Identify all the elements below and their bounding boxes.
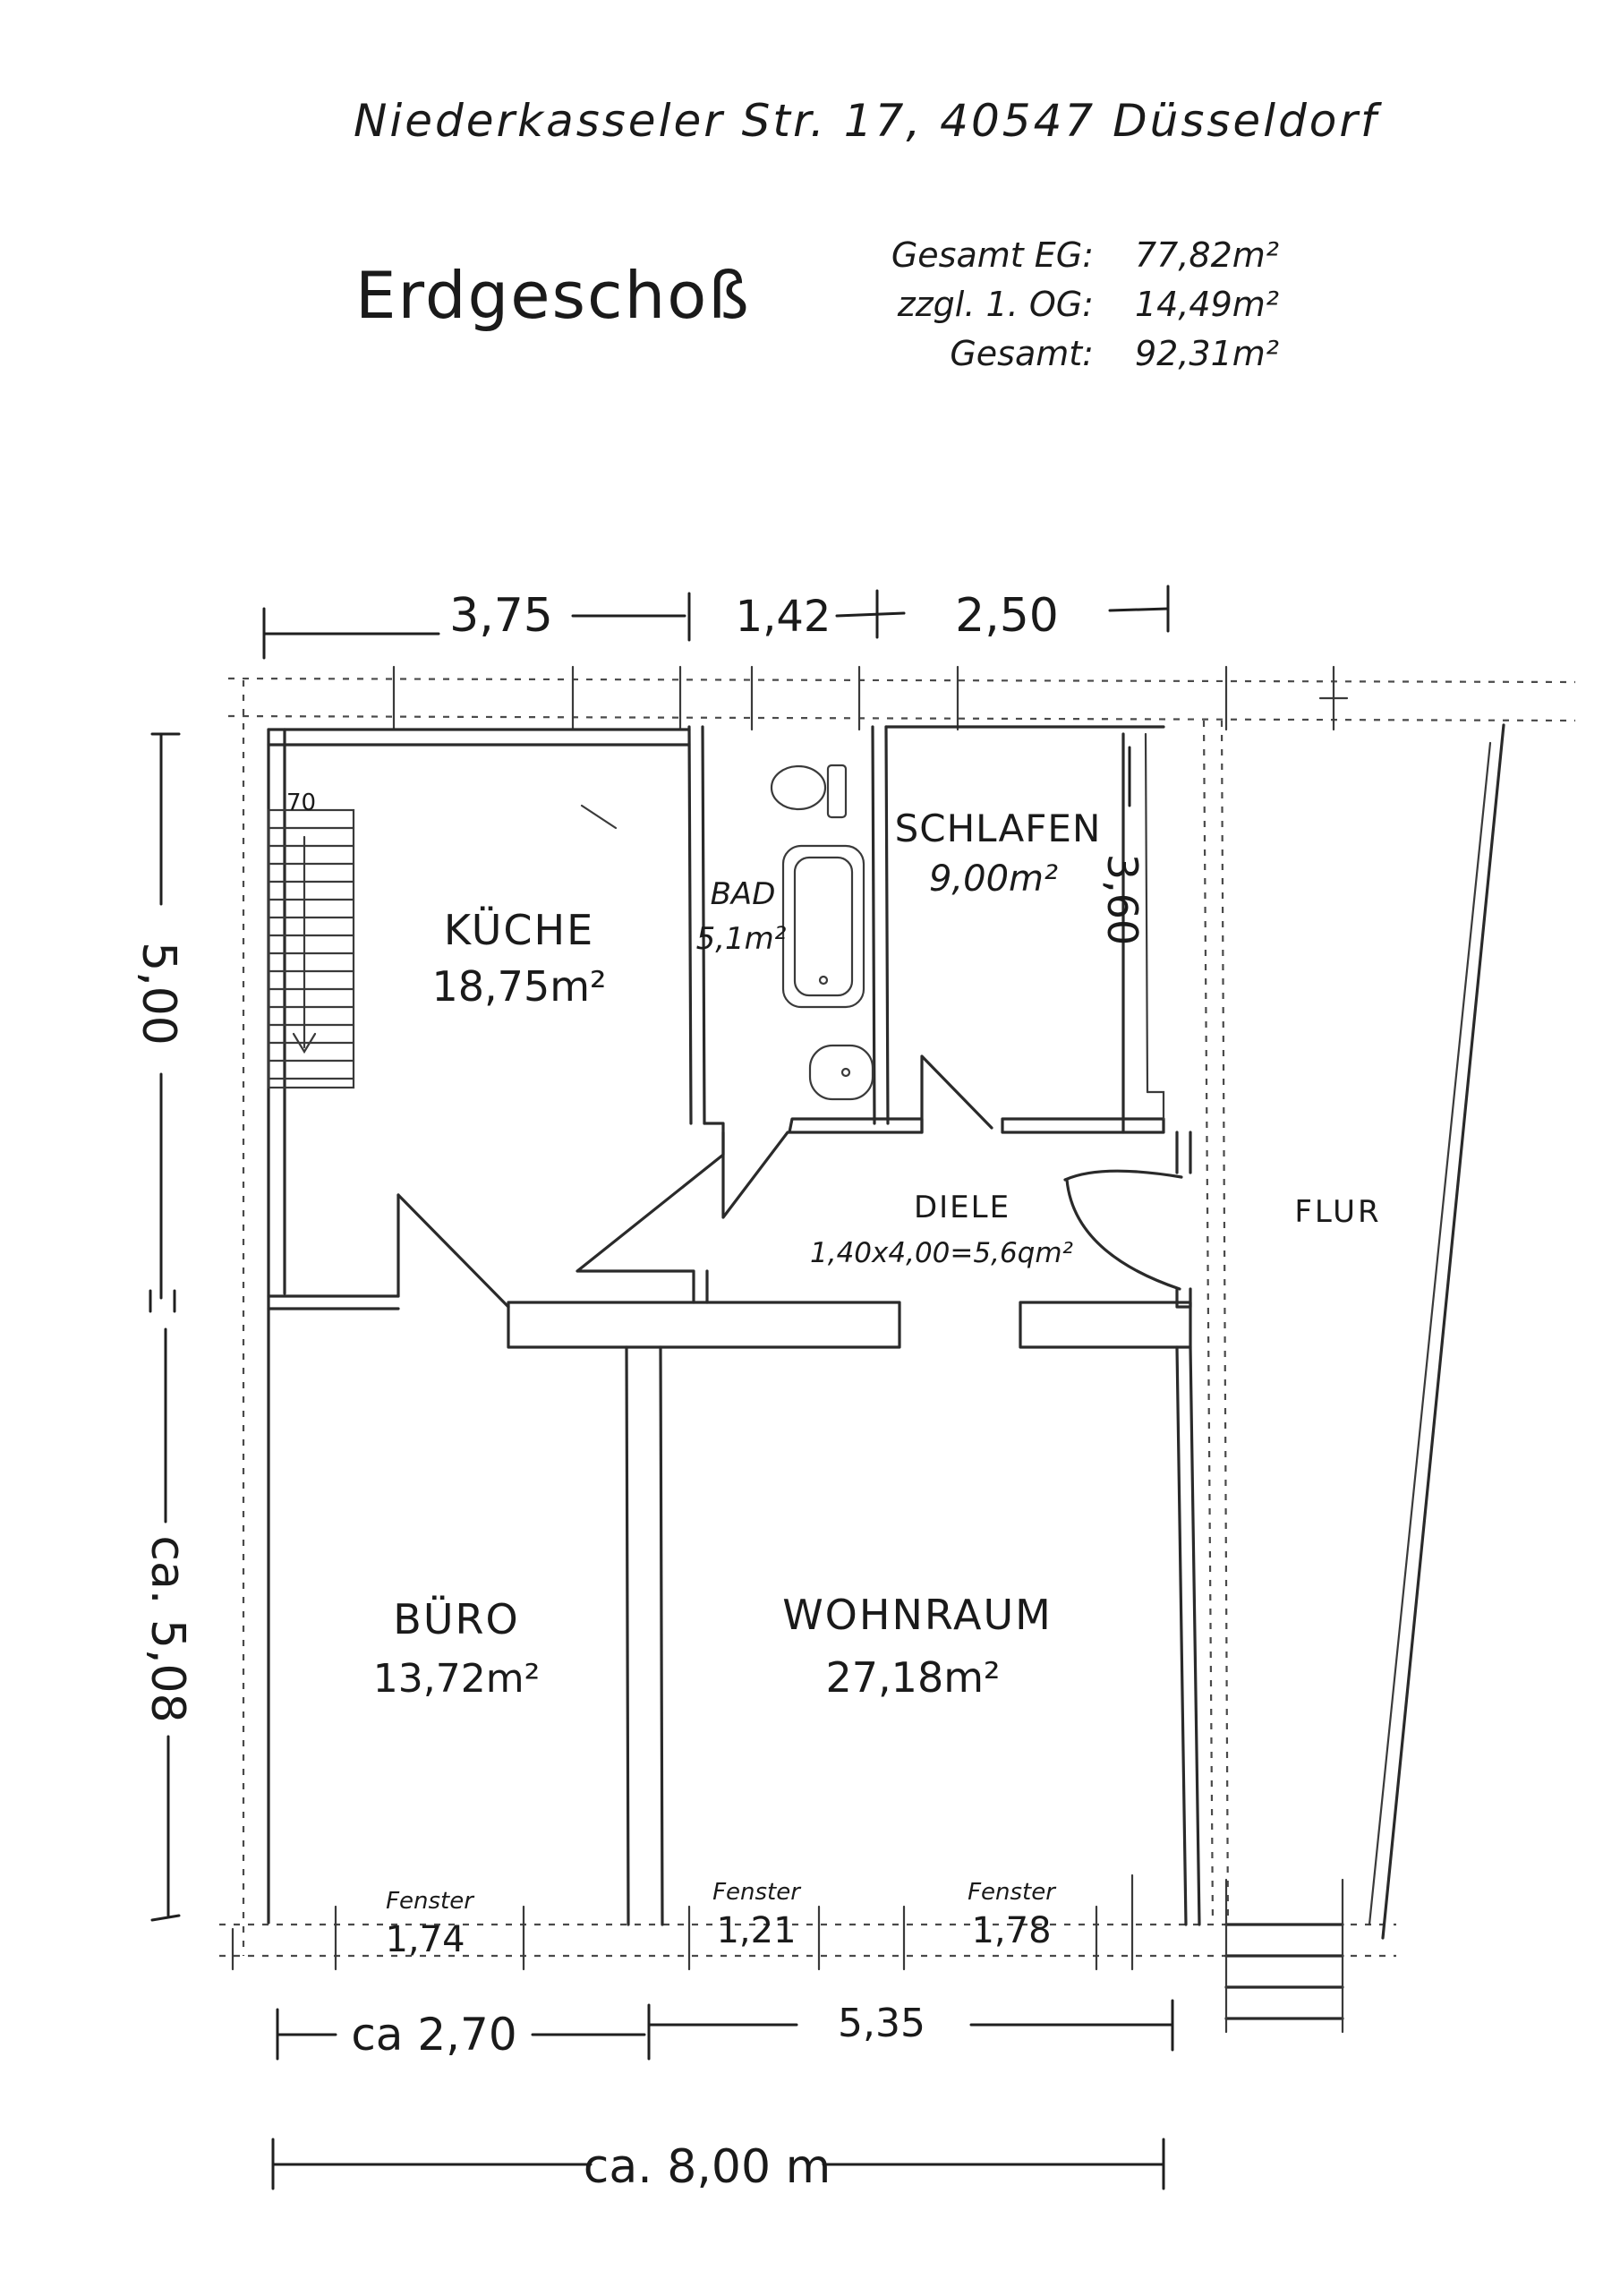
room-wohnraum-name: WOHNRAUM <box>782 1591 1053 1639</box>
staircase <box>267 808 355 1089</box>
summary-value-ground: 77,82m² <box>1135 235 1279 275</box>
room-kueche-area: 18,75m² <box>432 962 607 1011</box>
room-schlafen-name: SCHLAFEN <box>895 807 1102 850</box>
buero-wohnraum-wall <box>625 1345 664 1926</box>
stair-width-label: 70 <box>286 790 316 816</box>
room-wohnraum-area: 27,18m² <box>826 1653 1001 1702</box>
room-kueche-name: KÜCHE <box>444 906 594 954</box>
window-label-2: Fenster <box>712 1879 802 1906</box>
construction-lines <box>219 677 1576 1958</box>
bath-walls <box>687 725 924 1219</box>
bathtub-icon <box>781 844 865 1009</box>
address-text: Niederkasseler Str. 17, 40547 Düsseldorf <box>354 95 1382 147</box>
toilet-icon <box>770 764 848 819</box>
top-dim-kueche: 3,75 <box>449 589 553 643</box>
left-dimension-line <box>149 732 181 1922</box>
sink-icon <box>808 1044 874 1101</box>
room-bad-name: BAD <box>711 876 776 912</box>
room-flur-name: FLUR <box>1294 1194 1381 1230</box>
room-bad-area: 5,1m² <box>696 921 787 957</box>
left-dim-upper: 5,00 <box>132 942 185 1046</box>
top-dim-schlafen: 2,50 <box>955 589 1059 643</box>
entrance-steps <box>1224 1878 1344 2034</box>
flur-walls <box>1368 723 1505 1940</box>
floor-title: Erdgeschoß <box>355 258 751 333</box>
room-buero-name: BÜRO <box>393 1595 519 1643</box>
window-width-3: 1,78 <box>971 1910 1051 1951</box>
schlafen-walls <box>884 725 1165 1134</box>
middle-wall <box>267 1294 1201 1926</box>
room-buero-area: 13,72m² <box>373 1656 540 1702</box>
window-label-1: Fenster <box>386 1888 475 1915</box>
windows <box>231 1874 1134 1971</box>
room-diele-name: DIELE <box>914 1190 1010 1225</box>
room-diele-area: 1,40x4,00=5,6qm² <box>810 1237 1073 1269</box>
schlafen-depth-dim: 3,60 <box>1098 854 1147 945</box>
summary-value-upper: 14,49m² <box>1135 285 1279 324</box>
summary-value-total: 92,31m² <box>1135 334 1279 373</box>
bottom-dimension-lines <box>271 1999 1174 2190</box>
top-dim-bad: 1,42 <box>736 592 831 642</box>
top-wall-ticks <box>392 665 1349 731</box>
bottom-dim-wohnraum: 5,35 <box>838 2001 925 2046</box>
kitchen-door <box>396 804 618 1309</box>
bottom-dim-buero: ca 2,70 <box>351 2009 516 2061</box>
summary-label-upper: zzgl. 1. OG: <box>897 285 1094 324</box>
room-schlafen-area: 9,00m² <box>929 858 1058 900</box>
summary-label-total: Gesamt: <box>950 334 1094 373</box>
window-width-2: 1,21 <box>716 1910 796 1951</box>
bottom-dim-total: ca. 8,00 m <box>584 2140 831 2194</box>
diele-walls <box>576 1131 1192 1309</box>
left-dim-lower: ca. 5,08 <box>141 1535 194 1722</box>
window-label-3: Fenster <box>968 1879 1057 1906</box>
top-dimension-line <box>262 585 1170 660</box>
summary-label-ground: Gesamt EG: <box>891 235 1094 275</box>
window-width-1: 1,74 <box>385 1919 465 1960</box>
